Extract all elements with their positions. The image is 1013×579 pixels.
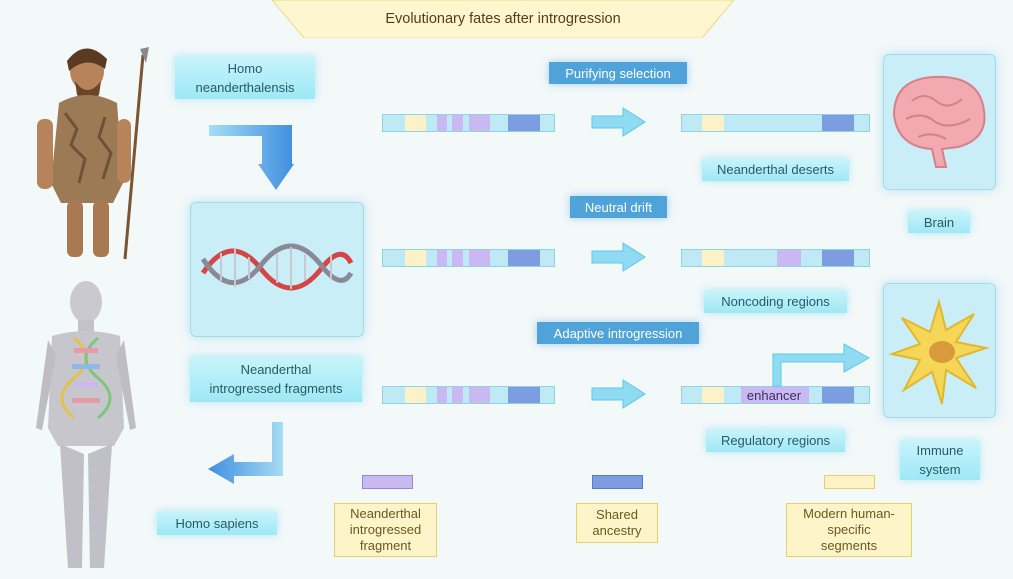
- chromosome-bar-before: [382, 249, 555, 267]
- page-title: Evolutionary fates after introgression: [385, 11, 621, 27]
- arrow-right-icon: [591, 107, 646, 137]
- arrow-down-icon: [209, 125, 294, 190]
- neutral-drift-label: Neutral drift: [570, 196, 667, 218]
- legend-swatch-shared: [592, 475, 643, 489]
- regulatory-regions-label: Regulatory regions: [706, 429, 845, 452]
- neanderthal-illustration: [37, 47, 149, 260]
- legend-label-shared: Shared ancestry: [576, 503, 658, 543]
- brain-label: Brain: [908, 211, 970, 233]
- chromosome-bar-after: [681, 114, 870, 132]
- adaptive-introgression-label: Adaptive introgression: [537, 322, 699, 344]
- homo-sapiens-label: Homo sapiens: [157, 511, 277, 535]
- dna-helix-icon: [200, 243, 354, 291]
- immune-cell-icon: [888, 298, 990, 405]
- arrow-right-icon: [591, 242, 646, 272]
- arrow-left-icon: [208, 422, 283, 484]
- noncoding-regions-label: Noncoding regions: [704, 290, 847, 313]
- enhancer-label: enhancer: [746, 387, 802, 403]
- chromosome-bar-after: [681, 386, 870, 404]
- neanderthal-fragments-label: Neanderthal introgressed fragments: [190, 356, 362, 402]
- brain-panel: [883, 54, 996, 190]
- title-banner: [272, 0, 734, 38]
- human-body-illustration: [36, 281, 136, 568]
- homo-neanderthalensis-label: Homo neanderthalensis: [175, 56, 315, 99]
- arrow-up-right-icon: [772, 343, 871, 387]
- purifying-selection-label: Purifying selection: [549, 62, 687, 84]
- immune-cell-panel: [883, 283, 996, 418]
- legend-label-neanderthal: Neanderthal introgressed fragment: [334, 503, 437, 557]
- chromosome-bar-before: [382, 114, 555, 132]
- arrow-right-icon: [591, 379, 646, 409]
- dna-panel: [190, 202, 364, 337]
- chromosome-bar-after: [681, 249, 870, 267]
- legend-label-modern: Modern human-specific segments: [786, 503, 912, 557]
- immune-system-label: Immune system: [900, 440, 980, 480]
- legend-swatch-modern: [824, 475, 875, 489]
- legend-swatch-neanderthal: [362, 475, 413, 489]
- neanderthal-deserts-label: Neanderthal deserts: [702, 158, 849, 181]
- brain-icon: [892, 75, 986, 168]
- chromosome-bar-before: [382, 386, 555, 404]
